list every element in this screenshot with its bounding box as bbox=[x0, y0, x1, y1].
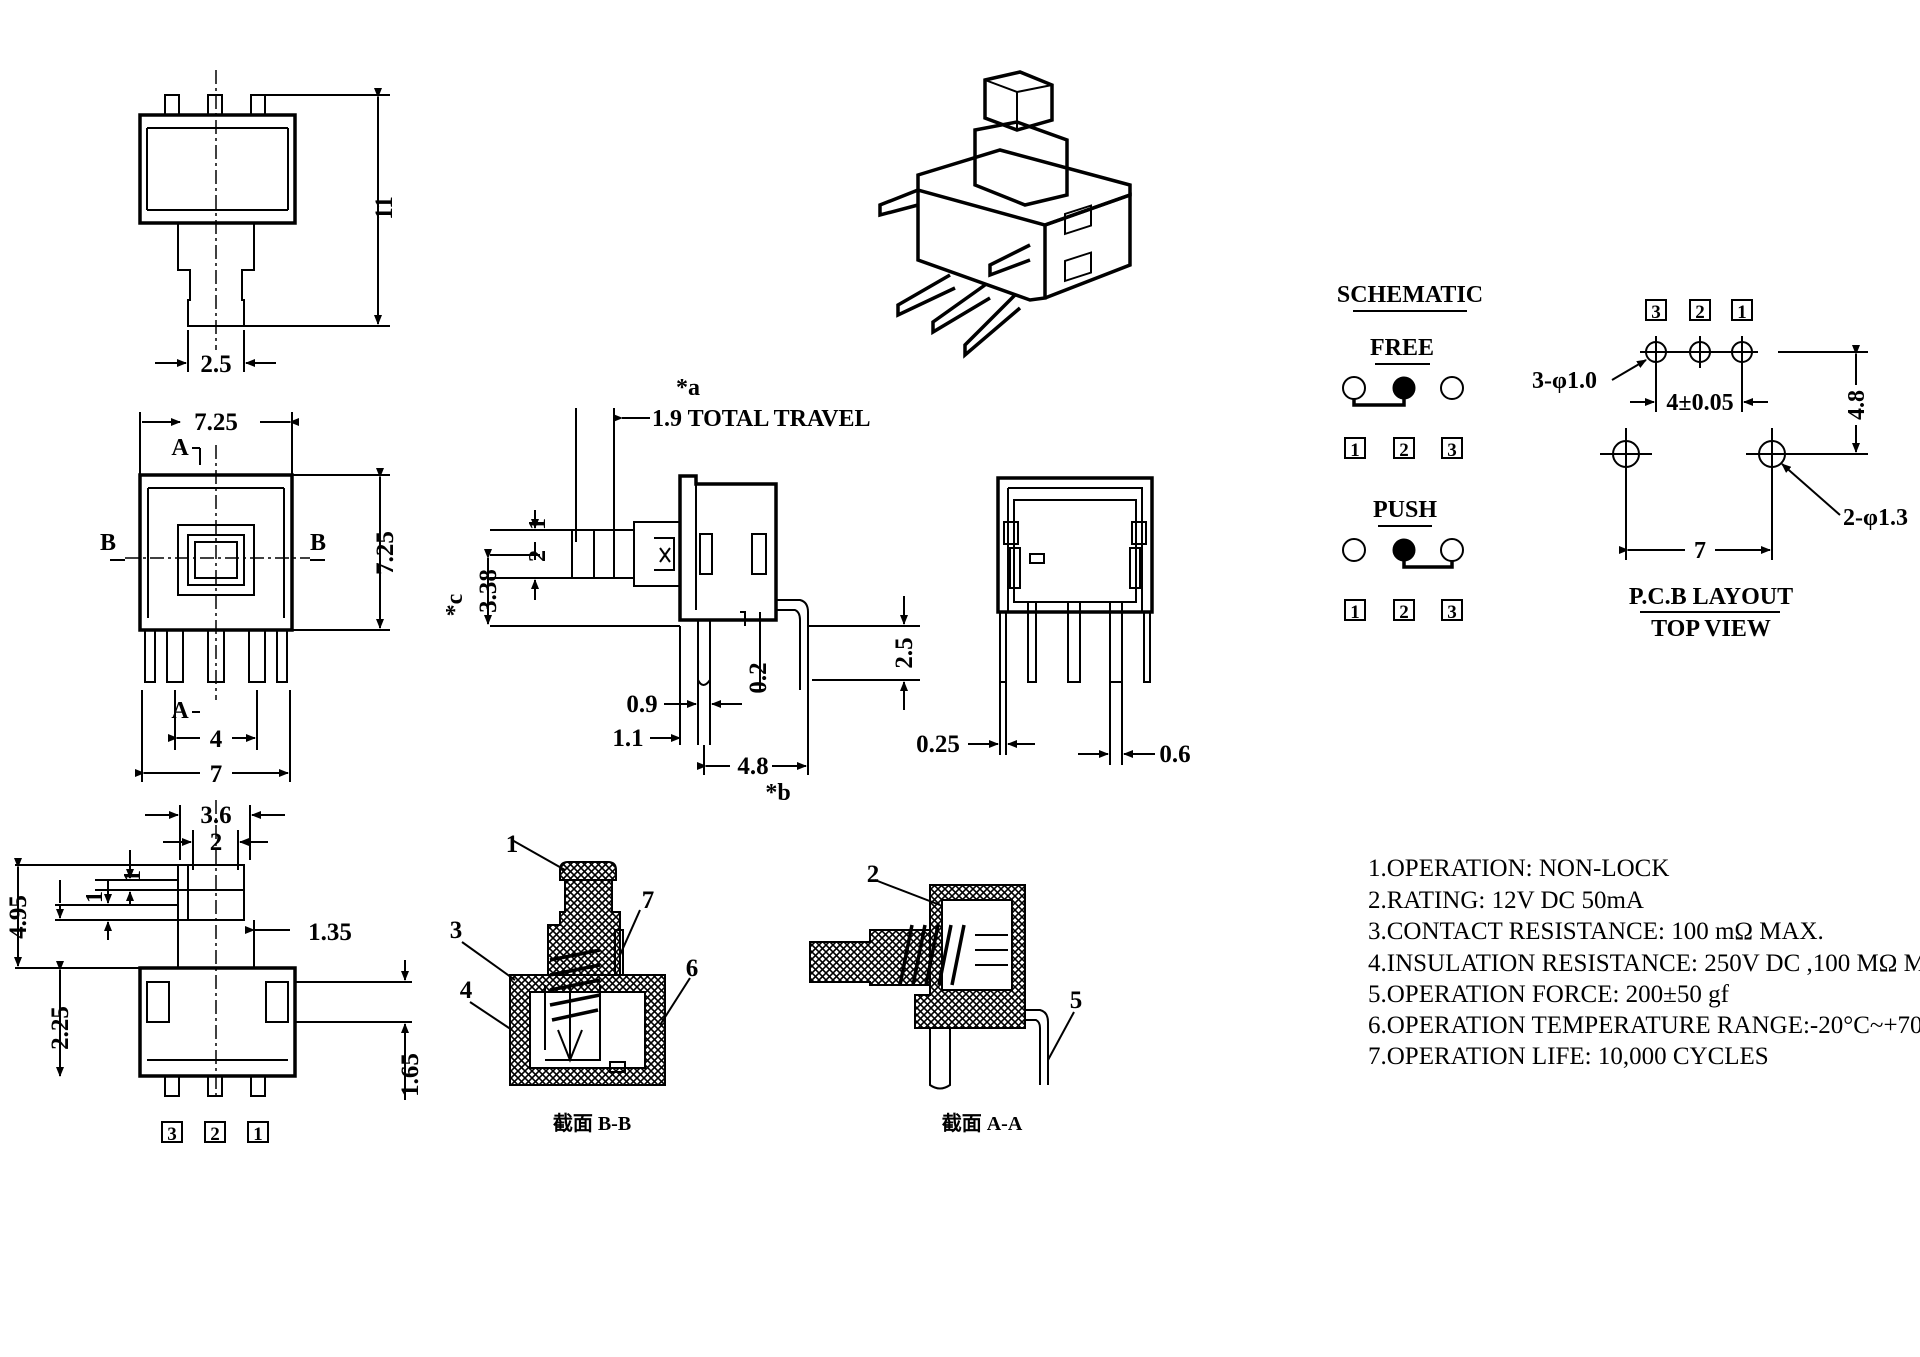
callout-5: 5 bbox=[1070, 987, 1083, 1014]
free-pin-2: 2 bbox=[1399, 440, 1409, 461]
height-4-8-label: 4.8 bbox=[1844, 390, 1870, 420]
hole-large-label: 2-φ1.3 bbox=[1843, 505, 1908, 531]
d11-label: 1.1 bbox=[612, 725, 643, 752]
d495-label: 4.95 bbox=[5, 895, 32, 939]
callout-3: 3 bbox=[450, 917, 463, 944]
spacing-label: 7 bbox=[1694, 538, 1706, 564]
pcb-title: P.C.B LAYOUT bbox=[1629, 584, 1793, 610]
section-bb-title: 截面 B-B bbox=[553, 1111, 631, 1135]
d02-label: 0.2 bbox=[745, 662, 772, 693]
d2-label: 2 bbox=[210, 829, 223, 856]
spec-line-7: 7.OPERATION LIFE: 10,000 CYCLES bbox=[1368, 1043, 1769, 1070]
spec-line-5: 5.OPERATION FORCE: 200±50 gf bbox=[1368, 981, 1730, 1008]
push-label: PUSH bbox=[1373, 497, 1437, 523]
b-ref: *b bbox=[765, 780, 790, 806]
bottom-pin-2: 2 bbox=[210, 1124, 220, 1145]
isometric-view bbox=[878, 70, 1132, 359]
travel-label: 1.9 TOTAL TRAVEL bbox=[652, 406, 871, 432]
section-a-top: A bbox=[171, 435, 189, 461]
spec-line-6: 6.OPERATION TEMPERATURE RANGE:-20°C~+70°… bbox=[1368, 1012, 1920, 1039]
travel-ref: *a bbox=[676, 375, 700, 401]
width-bottom-dim-label: 7 bbox=[210, 761, 223, 788]
height-dim-label-front: 7.25 bbox=[372, 531, 399, 575]
pcb-layout: 3 2 1 3-φ1.0 4±0.05 4.8 2-φ1.3 bbox=[1532, 299, 1908, 642]
d25-label: 2.5 bbox=[891, 637, 918, 668]
pcb-pin-1: 1 bbox=[1737, 302, 1747, 323]
pitch-label: 4±0.05 bbox=[1666, 390, 1733, 416]
right-view: 0.25 0.6 bbox=[916, 476, 1191, 768]
d1b-label: 1 bbox=[82, 891, 108, 903]
front-view: 7.25 A B B A 7.25 4 bbox=[100, 409, 399, 788]
callout-2: 2 bbox=[867, 861, 880, 888]
d025-label: 0.25 bbox=[916, 731, 960, 758]
callout-6: 6 bbox=[686, 955, 699, 982]
free-pin-1: 1 bbox=[1350, 440, 1360, 461]
spec-list: 1.OPERATION: NON-LOCK 2.RATING: 12V DC 5… bbox=[1368, 855, 1920, 1070]
d09-label: 0.9 bbox=[626, 691, 657, 718]
d1a-label: 1 bbox=[120, 870, 146, 882]
travel-1-label: 1 bbox=[525, 518, 551, 530]
side-view: *a 1.9 TOTAL TRAVEL 1 2 3.38 *c bbox=[442, 375, 920, 806]
spec-line-2: 2.RATING: 12V DC 50mA bbox=[1368, 887, 1644, 914]
free-pin-3: 3 bbox=[1447, 440, 1457, 461]
d165-label: 1.65 bbox=[397, 1053, 424, 1097]
section-aa-view: 2 5 截面 A-A bbox=[809, 861, 1083, 1135]
schematic-title: SCHEMATIC bbox=[1337, 282, 1483, 308]
bottom-pin-3: 3 bbox=[167, 1124, 177, 1145]
spec-line-3: 3.CONTACT RESISTANCE: 100 mΩ MAX. bbox=[1368, 918, 1824, 945]
pcb-pin-3: 3 bbox=[1651, 302, 1661, 323]
top-view: 11 2.5 bbox=[138, 70, 398, 378]
push-pin-1: 1 bbox=[1350, 602, 1360, 623]
d338-label: 3.38 bbox=[475, 569, 502, 613]
d225-label: 2.25 bbox=[47, 1006, 74, 1050]
section-aa-title: 截面 A-A bbox=[942, 1111, 1023, 1135]
push-pin-2: 2 bbox=[1399, 602, 1409, 623]
callout-4: 4 bbox=[460, 977, 473, 1004]
pin-pitch-dim-label: 4 bbox=[210, 726, 223, 753]
bottom-view: 3.6 2 1 1 4.95 1.35 bbox=[5, 800, 424, 1145]
section-b-left: B bbox=[100, 530, 116, 556]
width-top-dim-label: 7.25 bbox=[194, 409, 238, 436]
callout-7: 7 bbox=[642, 887, 655, 914]
section-bb-view: 1 3 4 7 6 截面 B-B bbox=[450, 831, 699, 1135]
bottom-pin-1: 1 bbox=[253, 1124, 263, 1145]
height-dim-label: 11 bbox=[371, 196, 398, 220]
pcb-pin-2: 2 bbox=[1695, 302, 1705, 323]
c-ref: *c bbox=[442, 593, 468, 616]
spec-line-1: 1.OPERATION: NON-LOCK bbox=[1368, 855, 1669, 882]
d135-label: 1.35 bbox=[308, 919, 352, 946]
d48-label: 4.8 bbox=[737, 753, 768, 780]
spec-line-4: 4.INSULATION RESISTANCE: 250V DC ,100 MΩ… bbox=[1368, 950, 1920, 977]
section-b-right: B bbox=[310, 530, 326, 556]
push-pin-3: 3 bbox=[1447, 602, 1457, 623]
schematic: SCHEMATIC FREE 1 2 3 PUSH 1 2 3 bbox=[1337, 282, 1483, 623]
pcb-subtitle: TOP VIEW bbox=[1651, 616, 1771, 642]
d06-label: 0.6 bbox=[1159, 741, 1190, 768]
pin-width-dim-label: 2.5 bbox=[200, 351, 231, 378]
free-label: FREE bbox=[1370, 335, 1434, 361]
callout-1: 1 bbox=[506, 831, 519, 858]
hole-small-label: 3-φ1.0 bbox=[1532, 368, 1597, 394]
